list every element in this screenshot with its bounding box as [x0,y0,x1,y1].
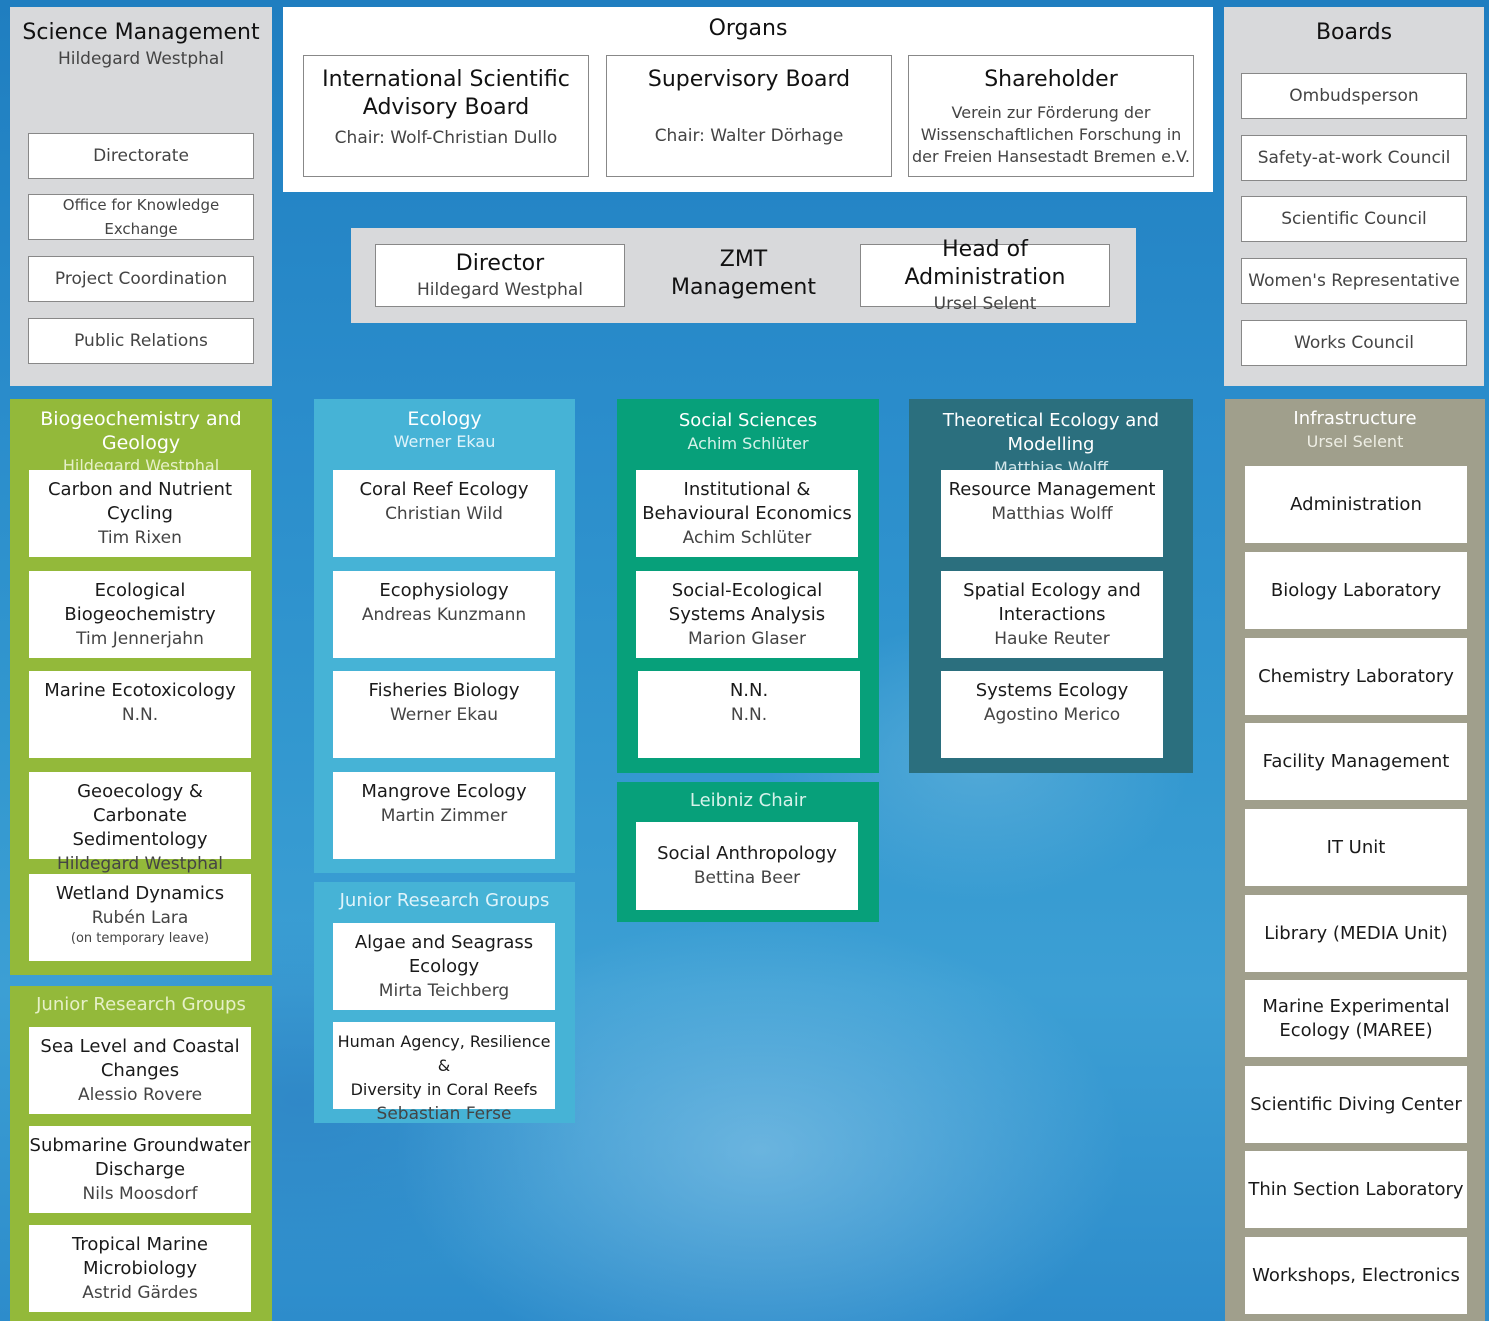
infrastructure-head: Ursel Selent [1306,432,1404,451]
social-anthropology-box[interactable]: Social Anthropology Bettina Beer [636,822,858,910]
infrastructure-unit-box[interactable]: Chemistry Laboratory [1245,638,1467,715]
infrastructure-panel: Infrastructure Ursel Selent Administrati… [1225,399,1485,1321]
leibniz-chair-title: Leibniz Chair [689,790,807,811]
group-box[interactable]: Social-Ecological Systems Analysis Mario… [636,571,858,658]
junior-group-box[interactable]: Human Agency, Resilience & Diversity in … [333,1022,555,1124]
junior-group-box[interactable]: Tropical Marine Microbiology Astrid Gärd… [29,1225,251,1312]
infrastructure-unit-box[interactable]: Administration [1245,466,1467,543]
directorate-box[interactable]: Directorate [28,133,254,179]
scientific-council-box[interactable]: Scientific Council [1241,196,1467,242]
science-management-panel: Science Management Hildegard Westphal Di… [10,7,272,386]
ombudsperson-box[interactable]: Ombudsperson [1241,73,1467,119]
bio-jrg-title: Junior Research Groups [36,994,246,1015]
biogeochemistry-panel: Biogeochemistry and Geology Hildegard We… [10,399,272,975]
social-sciences-head: Achim Schlüter [687,434,809,453]
infrastructure-unit-box[interactable]: Workshops, Electronics [1245,1237,1467,1314]
group-box[interactable]: Institutional & Behavioural Economics Ac… [636,470,858,557]
theoretical-ecology-panel: Theoretical Ecology and Modelling Matthi… [909,399,1193,773]
infrastructure-unit-box[interactable]: Biology Laboratory [1245,552,1467,629]
supervisory-board-box[interactable]: Supervisory Board Chair: Walter Dörhage [606,55,892,177]
group-box[interactable]: Systems Ecology Agostino Merico [941,671,1163,758]
theoretical-ecology-title: Theoretical Ecology and Modelling [942,410,1160,455]
project-coordination-box[interactable]: Project Coordination [28,256,254,302]
advisory-board-box[interactable]: International Scientific Advisory Board … [303,55,589,177]
group-box[interactable]: Coral Reef Ecology Christian Wild [333,470,555,557]
ecology-jrg-panel: Junior Research Groups Algae and Seagras… [314,882,575,1124]
science-management-person: Hildegard Westphal [57,49,225,69]
group-box[interactable]: Marine Ecotoxicology N.N. [29,671,251,758]
biogeochemistry-title: Biogeochemistry and Geology [40,408,242,454]
group-box[interactable]: Geoecology & Carbonate Sedimentology Hil… [29,772,251,874]
science-management-title: Science Management [22,20,260,45]
ecology-jrg-title: Junior Research Groups [339,890,550,911]
junior-group-box[interactable]: Algae and Seagrass Ecology Mirta Teichbe… [333,923,555,1010]
knowledge-exchange-box[interactable]: Office for Knowledge Exchange [28,194,254,240]
group-box[interactable]: Ecophysiology Andreas Kunzmann [333,571,555,658]
works-council-box[interactable]: Works Council [1241,320,1467,366]
social-sciences-title: Social Sciences [678,410,818,431]
womens-representative-box[interactable]: Women's Representative [1241,258,1467,304]
infrastructure-unit-box[interactable]: Thin Section Laboratory [1245,1151,1467,1228]
organs-title: Organs [708,16,788,41]
leibniz-chair-panel: Leibniz Chair Social Anthropology Bettin… [617,782,879,922]
safety-council-box[interactable]: Safety-at-work Council [1241,135,1467,181]
boards-panel: Boards Ombudsperson Safety-at-work Counc… [1224,7,1484,386]
group-box[interactable]: Wetland Dynamics Rubén Lara (on temporar… [29,874,251,961]
infrastructure-unit-box[interactable]: IT Unit [1245,809,1467,886]
group-box[interactable]: Carbon and Nutrient Cycling Tim Rixen [29,470,251,557]
group-box[interactable]: N.N. N.N. [638,671,860,758]
social-sciences-panel: Social Sciences Achim Schlüter Instituti… [617,399,879,773]
shareholder-box[interactable]: Shareholder Verein zur Förderung der Wis… [908,55,1194,177]
group-box[interactable]: Mangrove Ecology Martin Zimmer [333,772,555,859]
group-box[interactable]: Fisheries Biology Werner Ekau [333,671,555,758]
director-box[interactable]: Director Hildegard Westphal [375,244,625,307]
zmt-management-label: ZMT Management [671,247,816,300]
infrastructure-unit-box[interactable]: Facility Management [1245,723,1467,800]
bio-jrg-panel: Junior Research Groups Sea Level and Coa… [10,986,272,1321]
organs-panel: Organs International Scientific Advisory… [283,7,1213,192]
ecology-panel: Ecology Werner Ekau Coral Reef Ecology C… [314,399,575,873]
junior-group-box[interactable]: Submarine Groundwater Discharge Nils Moo… [29,1126,251,1213]
infrastructure-unit-box[interactable]: Scientific Diving Center [1245,1066,1467,1143]
junior-group-box[interactable]: Sea Level and Coastal Changes Alessio Ro… [29,1027,251,1114]
boards-title: Boards [1315,20,1393,45]
group-box[interactable]: Ecological Biogeochemistry Tim Jennerjah… [29,571,251,658]
ecology-title: Ecology [407,408,482,430]
group-box[interactable]: Resource Management Matthias Wolff [941,470,1163,557]
infrastructure-unit-box[interactable]: Library (MEDIA Unit) [1245,895,1467,972]
group-box[interactable]: Spatial Ecology and Interactions Hauke R… [941,571,1163,658]
ecology-head: Werner Ekau [393,432,496,451]
head-of-administration-box[interactable]: Head of Administration Ursel Selent [860,237,1110,314]
infrastructure-title: Infrastructure [1293,408,1417,429]
public-relations-box[interactable]: Public Relations [28,318,254,364]
management-panel: Director Hildegard Westphal ZMT Manageme… [351,228,1136,323]
infrastructure-unit-box[interactable]: Marine Experimental Ecology (MAREE) [1245,980,1467,1057]
